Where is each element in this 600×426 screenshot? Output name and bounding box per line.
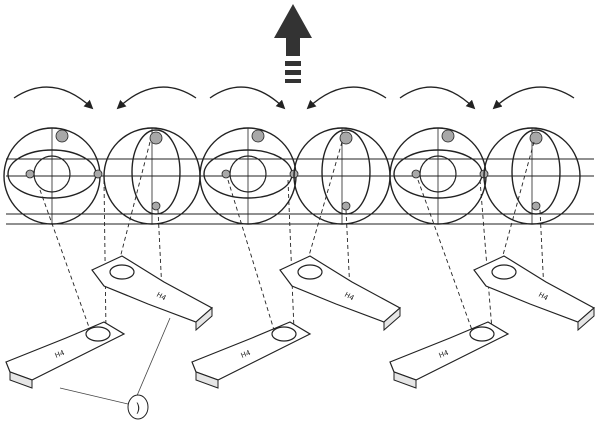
projection-line: [479, 179, 493, 331]
part-face: [91, 255, 214, 323]
stamped-part-3: H4: [191, 321, 312, 389]
part-mark-label: H4: [438, 349, 451, 360]
part-hole: [109, 264, 135, 280]
part-mark-label: H4: [155, 291, 168, 303]
locating-pin: [55, 129, 69, 143]
curved-rotation-arrow-icon: [306, 86, 387, 110]
rotation-arrows: [13, 86, 575, 110]
curved-rotation-arrow-icon: [399, 86, 476, 110]
guide-pin: [411, 169, 421, 179]
guide-pin: [341, 201, 351, 211]
projection-line: [287, 179, 295, 331]
stamped-part-2: H4: [91, 255, 214, 332]
part-edge: [393, 371, 417, 389]
curved-rotation-arrow-icon: [13, 86, 94, 110]
projection-line: [39, 189, 91, 331]
wheel-band: [6, 158, 594, 225]
part-edge: [577, 306, 595, 332]
part-mark-label: H4: [343, 291, 356, 303]
part-edge: [195, 371, 219, 389]
part-face: [473, 255, 596, 323]
part-mark-label: H4: [537, 291, 550, 303]
curved-rotation-arrow-icon: [492, 86, 575, 110]
guide-pin: [221, 169, 231, 179]
part-hole: [491, 264, 517, 280]
projection-line: [227, 179, 275, 331]
projection-lines: [39, 141, 545, 333]
part-edge: [383, 306, 401, 332]
wheel-6: [483, 127, 581, 225]
part-edge: [195, 306, 213, 332]
locating-pin: [339, 131, 353, 145]
projection-line: [417, 179, 473, 331]
pocket-outline: [131, 129, 181, 215]
part-hole: [297, 264, 323, 280]
stamped-part-1: H4: [5, 321, 126, 389]
callout: ): [59, 317, 171, 420]
callout-label: ): [136, 401, 141, 415]
guide-pin: [25, 169, 35, 179]
part-hole: [469, 326, 495, 342]
part-edge: [9, 371, 33, 389]
part-mark-label: H4: [54, 349, 67, 360]
projection-line: [103, 179, 107, 333]
guide-pin: [151, 201, 161, 211]
part-face: [279, 255, 402, 323]
projection-line: [117, 141, 151, 267]
projection-line: [305, 141, 343, 267]
part-hole: [85, 326, 111, 342]
upward-feed-arrow-icon: [274, 4, 312, 83]
part-hole: [271, 326, 297, 342]
locating-pin: [149, 131, 163, 145]
locating-pin: [251, 129, 265, 143]
guide-pin: [531, 201, 541, 211]
part-mark-label: H4: [240, 349, 253, 360]
stamped-part-5: H4: [389, 321, 510, 389]
stamped-part-4: H4: [279, 255, 402, 332]
stamped-part-6: H4: [473, 255, 596, 332]
projection-line: [499, 141, 535, 267]
pocket-outline: [511, 129, 561, 215]
curved-rotation-arrow-icon: [116, 86, 197, 110]
wheel-2: [103, 127, 201, 225]
locating-pin: [529, 131, 543, 145]
wheel-5: [389, 127, 489, 225]
guide-pin: [93, 169, 103, 179]
curved-rotation-arrow-icon: [209, 86, 286, 110]
locating-pin: [441, 129, 455, 143]
